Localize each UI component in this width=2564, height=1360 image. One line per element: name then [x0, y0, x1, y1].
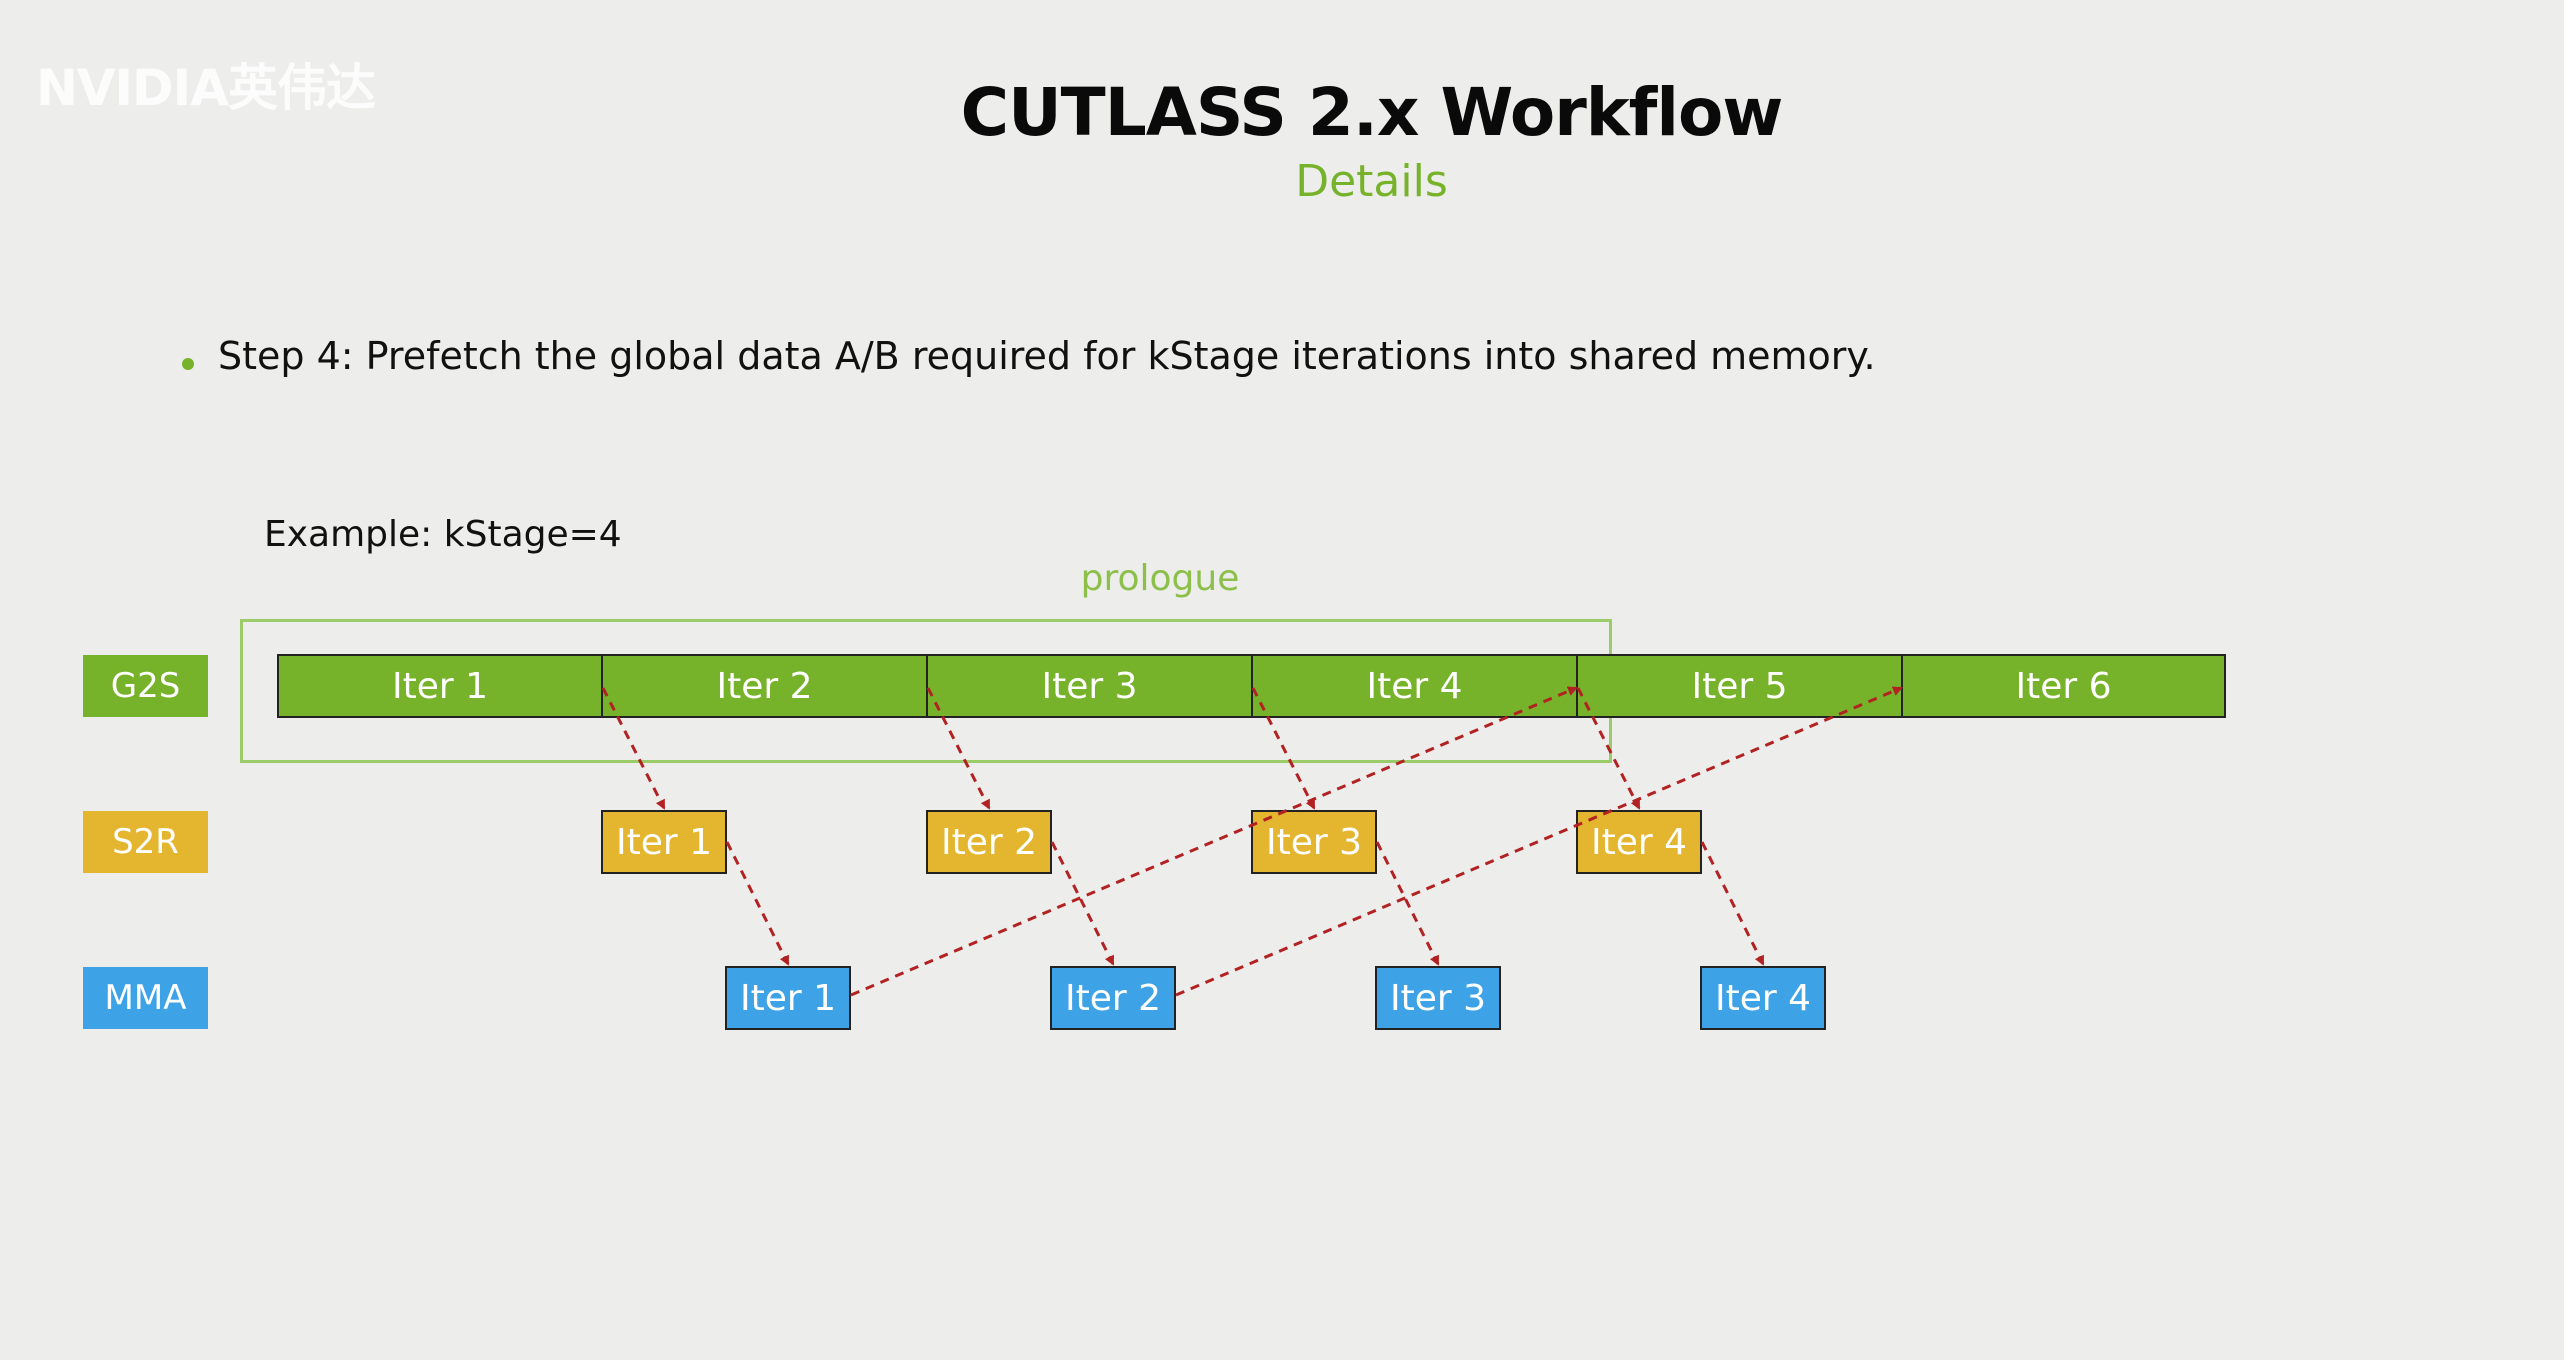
arrow-g2s-s2r-3: [1251, 687, 1316, 810]
watermark-logo: NVIDIA英伟达: [36, 59, 376, 117]
s2r-iter-3: Iter 3: [1251, 810, 1377, 874]
arrow-g2s-s2r-2: [926, 687, 991, 810]
g2s-iter-5: Iter 5: [1576, 654, 1903, 718]
mma-iter-1: Iter 1: [725, 966, 851, 1030]
page-subtitle: Details: [1295, 156, 1448, 207]
g2s-iter-6: Iter 6: [1901, 654, 2226, 718]
g2s-iter-2: Iter 2: [601, 654, 928, 718]
arrow-s2r-mma-2: [1050, 841, 1115, 966]
arrow-mma-g2s-1: [850, 686, 1578, 997]
lane-label-g2s: G2S: [83, 655, 208, 717]
s2r-iter-2: Iter 2: [926, 810, 1052, 874]
example-label: Example: kStage=4: [264, 514, 622, 555]
bullet-dot: [182, 358, 194, 370]
bullet-text: Step 4: Prefetch the global data A/B req…: [218, 334, 1876, 378]
mma-iter-4: Iter 4: [1700, 966, 1826, 1030]
arrow-s2r-mma-4: [1700, 841, 1765, 966]
arrow-g2s-s2r-1: [601, 687, 666, 810]
page-title: CUTLASS 2.x Workflow: [960, 74, 1784, 151]
arrow-s2r-mma-3: [1375, 841, 1440, 966]
lane-label-s2r: S2R: [83, 811, 208, 873]
prologue-label: prologue: [1080, 558, 1240, 599]
s2r-iter-4: Iter 4: [1576, 810, 1702, 874]
g2s-iter-4: Iter 4: [1251, 654, 1578, 718]
g2s-iter-1: Iter 1: [277, 654, 603, 718]
g2s-iter-3: Iter 3: [926, 654, 1253, 718]
lane-label-mma: MMA: [83, 967, 208, 1029]
mma-iter-2: Iter 2: [1050, 966, 1176, 1030]
arrow-mma-g2s-2: [1175, 686, 1903, 997]
arrow-g2s-s2r-4: [1576, 687, 1641, 810]
mma-iter-3: Iter 3: [1375, 966, 1501, 1030]
s2r-iter-1: Iter 1: [601, 810, 727, 874]
arrow-s2r-mma-1: [725, 841, 790, 966]
